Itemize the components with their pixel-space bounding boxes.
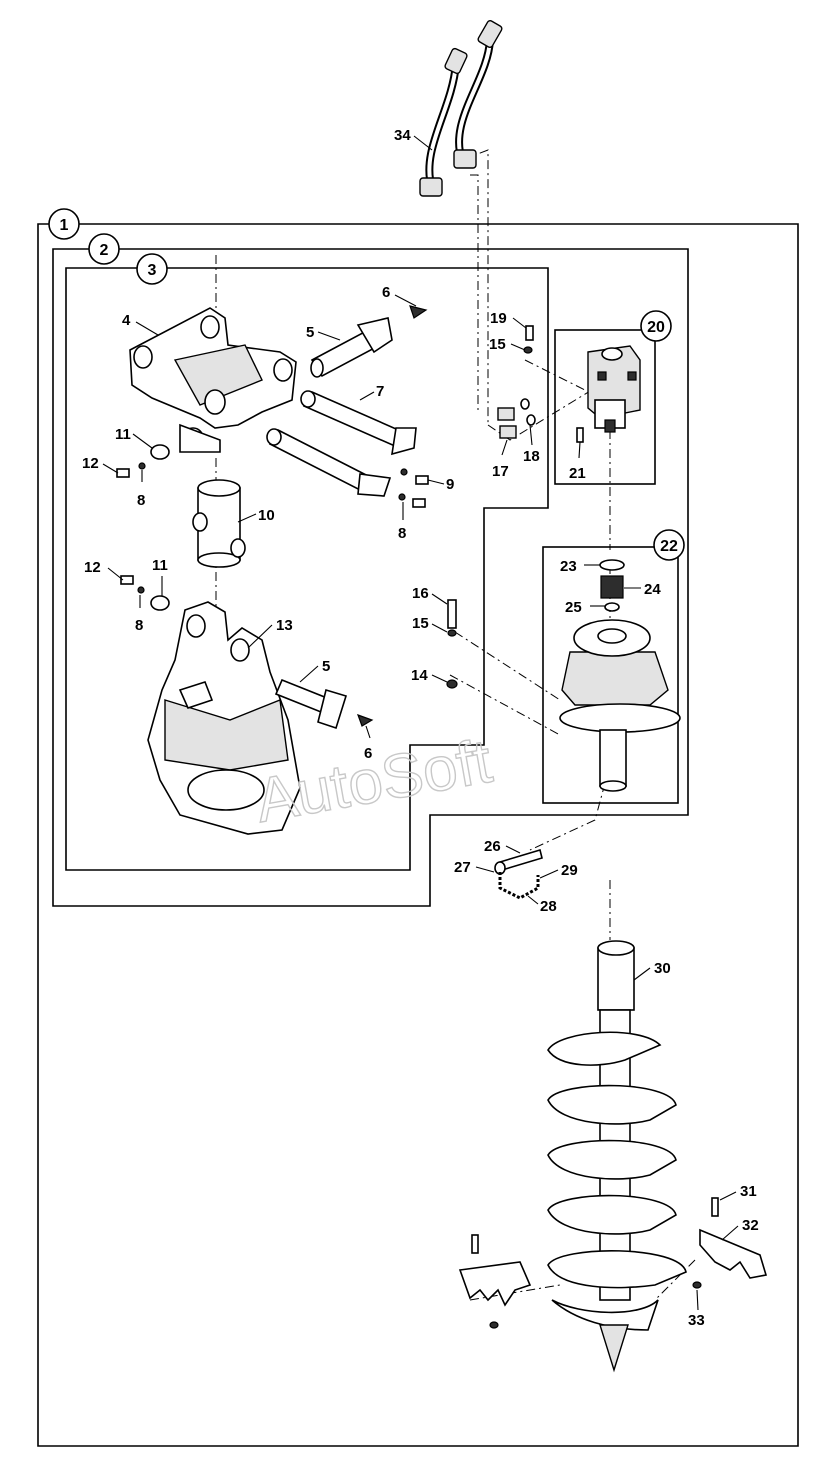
assembly-frame-1 bbox=[37, 223, 799, 1447]
callout-19[interactable]: 19 bbox=[490, 310, 507, 327]
callout-17[interactable]: 17 bbox=[492, 463, 509, 480]
callout-12[interactable]: 12 bbox=[82, 455, 99, 472]
pin-upper bbox=[310, 317, 393, 378]
callout-5[interactable]: 5 bbox=[322, 658, 330, 675]
callout-15[interactable]: 15 bbox=[412, 615, 429, 632]
callout-12[interactable]: 12 bbox=[84, 559, 101, 576]
assembly-badge-label: 20 bbox=[647, 319, 665, 336]
motor-fittings bbox=[497, 325, 584, 443]
callout-6[interactable]: 6 bbox=[364, 745, 372, 762]
pin-long-upper bbox=[300, 390, 417, 456]
assembly-badge-label: 2 bbox=[100, 242, 109, 259]
hardware-washers bbox=[116, 444, 429, 611]
callout-32[interactable]: 32 bbox=[742, 1217, 759, 1234]
pin-long-lower bbox=[266, 428, 392, 497]
callout-28[interactable]: 28 bbox=[540, 898, 557, 915]
assembly-badge-label: 3 bbox=[148, 262, 157, 279]
assembly-badge-20[interactable]: 20 bbox=[640, 310, 672, 342]
callout-16[interactable]: 16 bbox=[412, 585, 429, 602]
assembly-badge-1[interactable]: 1 bbox=[48, 208, 80, 240]
assembly-badge-label: 1 bbox=[60, 217, 69, 234]
callout-33[interactable]: 33 bbox=[688, 1312, 705, 1329]
hydraulic-motor bbox=[587, 345, 641, 433]
callout-5[interactable]: 5 bbox=[306, 324, 314, 341]
callout-21[interactable]: 21 bbox=[569, 465, 586, 482]
assembly-frame-20 bbox=[554, 329, 656, 485]
callout-25[interactable]: 25 bbox=[565, 599, 582, 616]
callout-31[interactable]: 31 bbox=[740, 1183, 757, 1200]
callout-4[interactable]: 4 bbox=[122, 312, 131, 329]
callout-6[interactable]: 6 bbox=[382, 284, 390, 301]
callout-18[interactable]: 18 bbox=[523, 448, 540, 465]
callout-24[interactable]: 24 bbox=[644, 581, 661, 598]
auger-frame bbox=[147, 601, 301, 835]
mounting-bracket bbox=[129, 307, 297, 453]
pin-lower bbox=[274, 678, 348, 730]
auger-teeth bbox=[458, 1197, 768, 1329]
callout-11[interactable]: 11 bbox=[152, 557, 168, 574]
pivot-tube bbox=[192, 479, 246, 568]
callout-29[interactable]: 29 bbox=[561, 862, 578, 879]
callout-8[interactable]: 8 bbox=[398, 525, 406, 542]
gearbox bbox=[559, 559, 681, 792]
gearbox-hardware bbox=[446, 599, 458, 689]
center-lines bbox=[215, 149, 696, 1301]
callout-27[interactable]: 27 bbox=[454, 859, 471, 876]
callout-23[interactable]: 23 bbox=[560, 558, 577, 575]
callout-14[interactable]: 14 bbox=[411, 667, 428, 684]
assembly-badge-2[interactable]: 2 bbox=[88, 233, 120, 265]
auger bbox=[547, 940, 687, 1373]
assembly-badge-label: 22 bbox=[660, 538, 678, 555]
callout-11[interactable]: 11 bbox=[115, 426, 131, 443]
leader-lines bbox=[102, 135, 739, 1311]
callout-30[interactable]: 30 bbox=[654, 960, 671, 977]
callout-15[interactable]: 15 bbox=[489, 336, 506, 353]
assembly-frame-2 bbox=[52, 248, 689, 907]
assembly-badge-3[interactable]: 3 bbox=[136, 253, 168, 285]
callout-13[interactable]: 13 bbox=[276, 617, 293, 634]
pin-retainers bbox=[357, 305, 428, 727]
callout-8[interactable]: 8 bbox=[137, 492, 145, 509]
assembly-badge-22[interactable]: 22 bbox=[653, 529, 685, 561]
assembly-frame-3 bbox=[65, 267, 549, 871]
auger-pin-set bbox=[494, 848, 543, 900]
callout-7[interactable]: 7 bbox=[376, 383, 384, 400]
callout-8[interactable]: 8 bbox=[135, 617, 143, 634]
callout-34[interactable]: 34 bbox=[394, 127, 411, 144]
callout-10[interactable]: 10 bbox=[258, 507, 275, 524]
part-callouts: 4 5 6 7 11 12 8 9 8 10 12 11 8 13 5 6 34… bbox=[82, 127, 759, 1329]
callout-26[interactable]: 26 bbox=[484, 838, 501, 855]
hydraulic-hoses bbox=[419, 20, 503, 197]
callout-9[interactable]: 9 bbox=[446, 476, 454, 493]
